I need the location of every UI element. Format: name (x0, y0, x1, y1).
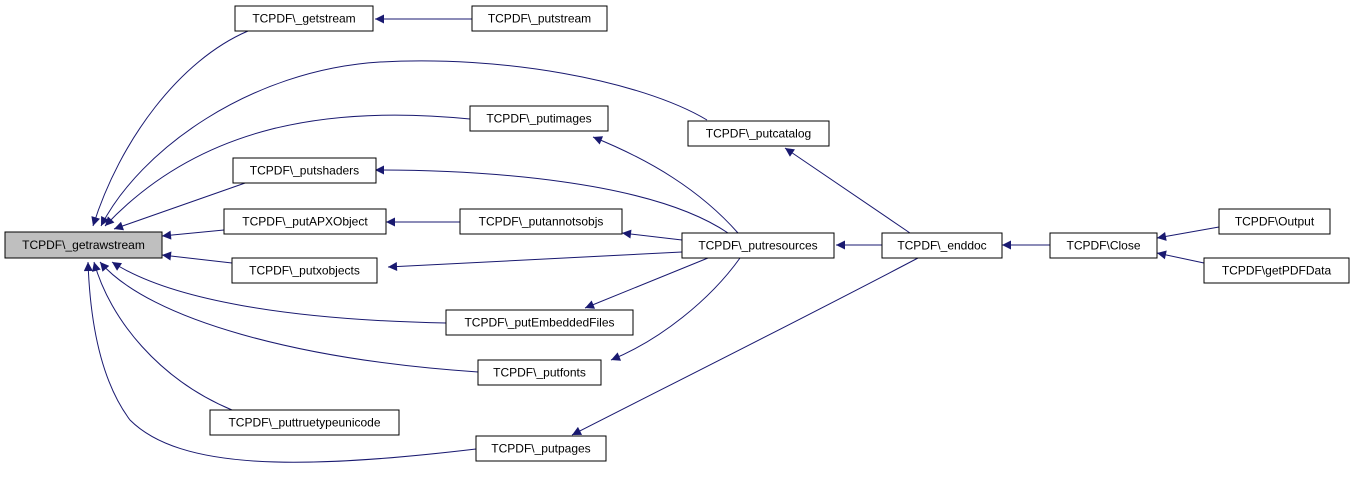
edge-putshaders-to-getrawstream (113, 181, 249, 231)
edge-enddoc-to-putcatalog (784, 147, 911, 234)
edge-putresources-to-putfonts (610, 257, 741, 361)
node-Close-label: TCPDF\Close (1066, 239, 1140, 253)
node-putcatalog[interactable]: TCPDF\_putcatalog (687, 120, 830, 147)
node-putxobjects-label: TCPDF\_putxobjects (249, 264, 360, 278)
node-putimages[interactable]: TCPDF\_putimages (469, 105, 609, 132)
edge-putresources-to-putshaders (374, 165, 729, 234)
edge-puttruetypeunicode-to-getrawstream (92, 261, 233, 411)
edges (83, 14, 1220, 463)
edge-putimages-to-getrawstream (104, 114, 471, 227)
edge-getPDFData-to-Close (1156, 250, 1205, 264)
node-puttruetypeunicode-label: TCPDF\_puttruetypeunicode (228, 416, 380, 430)
node-putannotsobjs-label: TCPDF\_putannotsobjs (479, 215, 604, 229)
node-putfonts[interactable]: TCPDF\_putfonts (477, 359, 602, 386)
node-putxobjects[interactable]: TCPDF\_putxobjects (231, 257, 378, 284)
node-putfonts-label: TCPDF\_putfonts (493, 366, 586, 380)
node-putresources-label: TCPDF\_putresources (698, 239, 817, 253)
edge-putAPXObject-to-getrawstream (161, 229, 225, 240)
edge-putEmbeddedFiles-to-getrawstream (111, 261, 447, 324)
node-puttruetypeunicode[interactable]: TCPDF\_puttruetypeunicode (209, 409, 400, 436)
edge-enddoc-to-putpages (571, 257, 919, 436)
edge-putresources-to-putxobjects (387, 251, 683, 272)
node-Close[interactable]: TCPDF\Close (1049, 232, 1158, 259)
node-putEmbeddedFiles-label: TCPDF\_putEmbeddedFiles (464, 316, 614, 330)
node-putpages-label: TCPDF\_putpages (491, 442, 590, 456)
edge-putpages-to-getrawstream (83, 261, 477, 463)
node-Output[interactable]: TCPDF\Output (1218, 208, 1331, 235)
node-getrawstream[interactable]: TCPDF\_getrawstream (4, 231, 163, 259)
node-Output-label: TCPDF\Output (1235, 215, 1315, 229)
node-getPDFData-label: TCPDF\getPDFData (1222, 264, 1332, 278)
node-putpages[interactable]: TCPDF\_putpages (475, 435, 607, 462)
node-getstream[interactable]: TCPDF\_getstream (234, 5, 374, 32)
node-getPDFData[interactable]: TCPDF\getPDFData (1203, 257, 1350, 284)
node-putEmbeddedFiles[interactable]: TCPDF\_putEmbeddedFiles (445, 309, 634, 336)
node-putshaders[interactable]: TCPDF\_putshaders (232, 157, 377, 184)
node-putshaders-label: TCPDF\_putshaders (250, 164, 359, 178)
node-getrawstream-label: TCPDF\_getrawstream (22, 238, 145, 252)
edge-putresources-to-putEmbeddedFiles (584, 257, 709, 309)
node-putstream-label: TCPDF\_putstream (488, 12, 591, 26)
node-enddoc[interactable]: TCPDF\_enddoc (881, 232, 1003, 259)
node-putstream[interactable]: TCPDF\_putstream (471, 5, 608, 32)
edge-putresources-to-putimages (592, 136, 739, 234)
node-getstream-label: TCPDF\_getstream (252, 12, 355, 26)
edge-putxobjects-to-getrawstream (161, 251, 233, 264)
edge-getstream-to-getrawstream (91, 30, 249, 227)
node-putresources[interactable]: TCPDF\_putresources (681, 232, 835, 259)
edge-putcatalog-to-getrawstream (100, 60, 708, 227)
node-putannotsobjs[interactable]: TCPDF\_putannotsobjs (459, 208, 623, 235)
edge-putresources-to-putannotsobjs (621, 229, 683, 241)
nodes: TCPDF\_getrawstream TCPDF\_getstream TCP… (4, 5, 1350, 462)
node-putAPXObject[interactable]: TCPDF\_putAPXObject (223, 208, 387, 235)
node-putimages-label: TCPDF\_putimages (486, 112, 591, 126)
edge-Output-to-Close (1156, 226, 1220, 241)
node-putAPXObject-label: TCPDF\_putAPXObject (242, 215, 368, 229)
node-enddoc-label: TCPDF\_enddoc (897, 239, 986, 253)
edge-putfonts-to-getrawstream (99, 261, 479, 373)
node-putcatalog-label: TCPDF\_putcatalog (706, 127, 811, 141)
